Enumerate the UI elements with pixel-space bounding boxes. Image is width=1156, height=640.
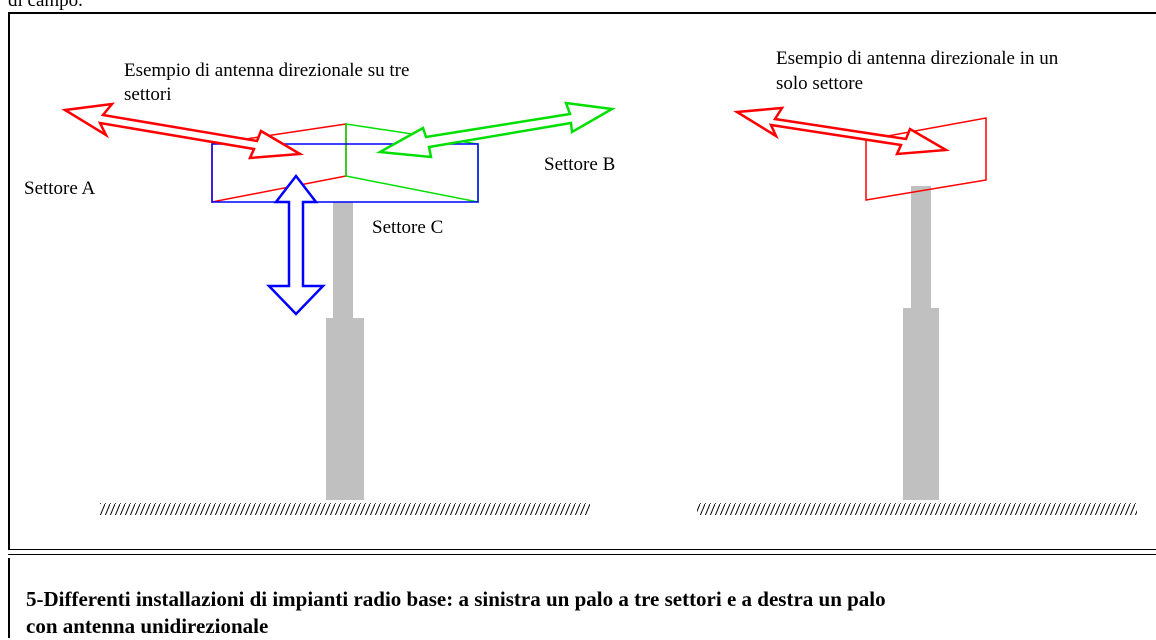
right-pole-base xyxy=(903,308,939,500)
caption-line1: 5-Differenti installazioni di impianti r… xyxy=(26,587,886,611)
right-pole-top xyxy=(911,186,931,312)
sector-c-label: Settore C xyxy=(372,217,443,238)
figure-caption: 5-Differenti installazioni di impianti r… xyxy=(26,586,886,640)
figure-separator xyxy=(8,554,1156,555)
right-ground-hatching xyxy=(697,503,1137,515)
caption-frame xyxy=(8,558,1156,638)
header-fragment: di campo. xyxy=(8,0,83,11)
left-title-line1: Esempio di antenna direzionale su tre xyxy=(124,60,409,81)
caption-line2: con antenna unidirezionale xyxy=(26,614,269,638)
right-title-line2: solo settore xyxy=(776,73,863,94)
sector-b-label: Settore B xyxy=(544,154,615,175)
single-sector-arrow xyxy=(733,106,951,156)
left-pole-base xyxy=(326,318,364,500)
left-ground-hatching xyxy=(100,503,590,515)
figure-frame xyxy=(8,12,1156,550)
sector-c-arrow xyxy=(266,173,326,316)
right-title-line1: Esempio di antenna direzionale in un xyxy=(776,48,1059,69)
left-pole-top xyxy=(333,202,353,320)
single-sector-panel xyxy=(865,117,987,201)
sector-a-arrow xyxy=(61,102,305,160)
sector-c-panel xyxy=(211,143,479,203)
left-title-line2: settori xyxy=(124,84,172,105)
sector-a-label: Settore A xyxy=(24,178,96,199)
sector-b-arrow xyxy=(375,101,616,159)
